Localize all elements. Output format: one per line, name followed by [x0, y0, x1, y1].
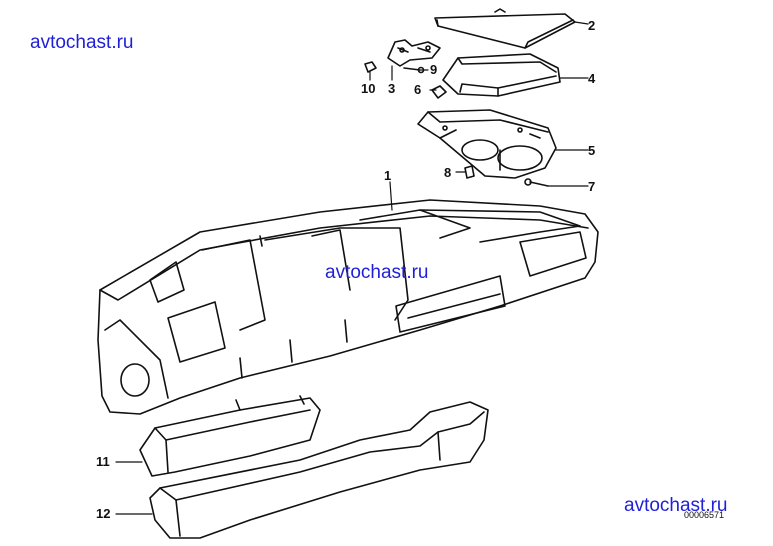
- watermark-bottom-right: avtochast.ru: [624, 495, 728, 516]
- part-12-knee-trim: [149, 401, 489, 539]
- part-11-lower-panel: [139, 395, 321, 477]
- watermark-top-left: avtochast.ru: [30, 32, 134, 53]
- callout-11: 11: [96, 454, 110, 469]
- callout-8: 8: [444, 165, 451, 180]
- callout-6: 6: [414, 82, 421, 97]
- watermark-center: avtochast.ru: [325, 262, 429, 283]
- callout-4: 4: [588, 71, 596, 86]
- part-6-nut: [431, 85, 447, 99]
- part-3-bracket: [387, 39, 441, 67]
- reference-number: 00006571: [684, 510, 725, 520]
- callout-10: 10: [361, 81, 375, 96]
- callout-9: 9: [430, 62, 437, 77]
- callout-12: 12: [96, 506, 110, 521]
- callout-5: 5: [588, 143, 595, 158]
- leader-lines: [115, 21, 589, 515]
- leader-1: [389, 181, 393, 211]
- callout-2: 2: [588, 18, 595, 33]
- part-1-dashboard: [97, 199, 599, 415]
- part-4-upper-housing: [442, 53, 561, 97]
- callout-3: 3: [388, 81, 395, 96]
- leader-2: [574, 21, 589, 25]
- part-2-cover-lid: [434, 8, 576, 49]
- part-8-clip: [464, 165, 475, 179]
- callout-7: 7: [588, 179, 595, 194]
- callout-labels: 2 4 9 10 3 6 5 8 7 1 11 12: [96, 18, 596, 521]
- part-7-screw: [524, 178, 549, 187]
- part-10-clip: [364, 61, 377, 73]
- callout-1: 1: [384, 168, 391, 183]
- part-5-instrument-carrier: [417, 109, 557, 179]
